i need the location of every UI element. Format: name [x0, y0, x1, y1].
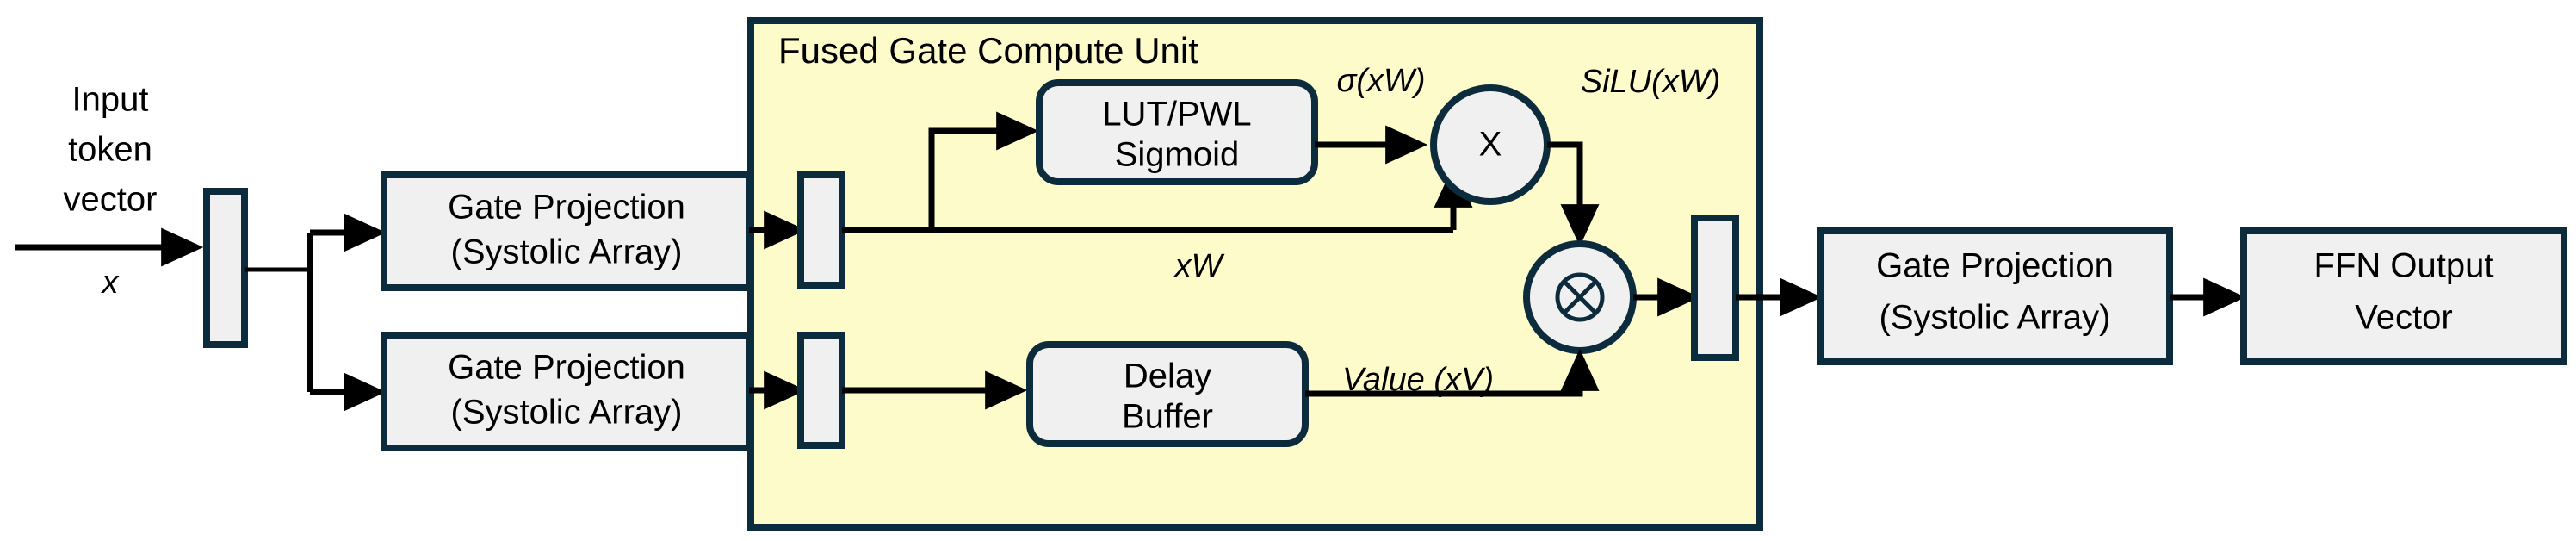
ffn-output-vector-label-line2: Vector [2355, 299, 2452, 337]
sigma-xw-label: σ(xW) [1336, 63, 1425, 99]
ffn-output-vector-label-line1: FFN Output [2314, 247, 2494, 285]
gate-projection-output-label-line2: (Systolic Array) [1879, 299, 2111, 337]
input-register [203, 188, 248, 348]
wire-xw-branch-to-sigmoid [928, 111, 1039, 230]
input-symbol-label: x [101, 264, 121, 301]
lut-pwl-sigmoid-box[interactable] [1036, 79, 1318, 185]
input-label-line2: token [68, 131, 152, 169]
wire-value-to-elementwise [1305, 348, 1600, 397]
silu-xw-label: SiLU(xW) [1581, 64, 1721, 100]
gate-projection-output-label-line1: Gate Projection [1876, 247, 2114, 285]
value-register [797, 332, 845, 449]
gate-projection-top-label-line1: Gate Projection [448, 189, 685, 227]
ffn-output-vector-box[interactable] [2240, 227, 2567, 365]
gate-projection-output-box[interactable] [1817, 227, 2173, 365]
fused-gate-compute-unit-label: Fused Gate Compute Unit [778, 30, 1198, 71]
delay-buffer-label-line2: Buffer [1122, 398, 1213, 436]
input-label-line3: vector [64, 181, 158, 219]
delay-buffer-label-line1: Delay [1124, 358, 1211, 395]
gate-projection-bottom-label-line2: (Systolic Array) [451, 394, 683, 432]
wire-silu-to-elementwise [1547, 141, 1600, 247]
input-label-line1: Input [72, 81, 149, 119]
value-xv-label: Value (xV) [1342, 362, 1494, 398]
lut-pwl-sigmoid-label-line1: LUT/PWL [1102, 96, 1251, 134]
elementwise-multiply-glyph-cross [1562, 279, 1598, 315]
elementwise-multiply-glyph-ring [1555, 272, 1605, 322]
gate-projection-top-label-line2: (Systolic Array) [451, 233, 683, 271]
output-register [1691, 215, 1739, 361]
lut-pwl-sigmoid-label-line2: Sigmoid [1115, 136, 1240, 174]
gate-register [797, 171, 845, 289]
multiplier-x-symbol: X [1479, 126, 1502, 164]
gate-projection-bottom-box[interactable] [381, 332, 752, 451]
gate-projection-bottom-label-line1: Gate Projection [448, 349, 685, 387]
xw-bus-label: xW [1173, 248, 1225, 284]
